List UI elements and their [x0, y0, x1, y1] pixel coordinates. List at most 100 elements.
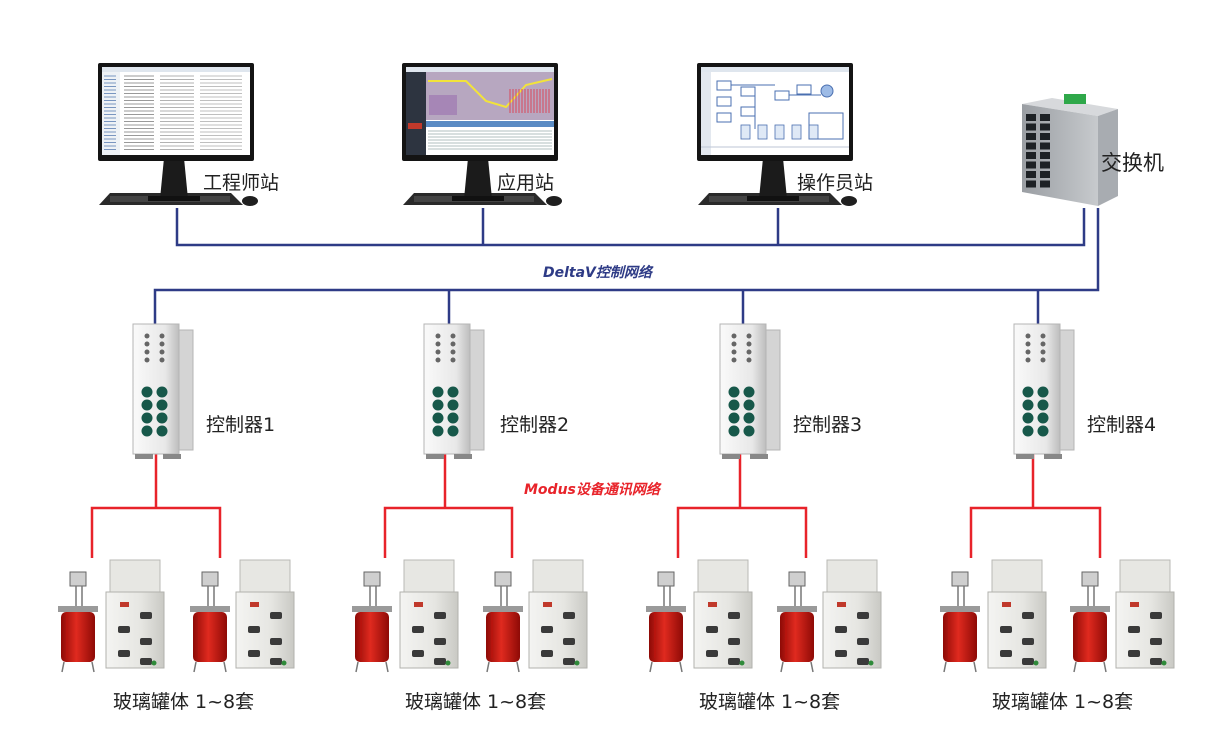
io-connector: [447, 425, 459, 437]
power-indicator: [543, 602, 552, 607]
status-led: [159, 357, 165, 363]
status-led: [159, 341, 165, 347]
io-connector: [447, 412, 459, 424]
control-network-lines: [153, 208, 1100, 324]
devices: [58, 63, 1175, 673]
mouse-icon: [242, 196, 258, 206]
vessel-2-b: [483, 571, 523, 673]
glass-vessel: [649, 612, 683, 662]
pump-head: [1000, 626, 1012, 633]
ethernet-port-icon: [1026, 142, 1036, 150]
io-connector: [728, 399, 740, 411]
vessel-group-label-3: 玻璃罐体 1~8套: [699, 691, 841, 713]
workstation-2: [402, 63, 562, 206]
status-led: [1025, 349, 1031, 355]
pump-head: [140, 612, 152, 619]
pump-head: [541, 626, 553, 633]
controller-label-4: 控制器4: [1087, 414, 1157, 436]
status-led: [1025, 341, 1031, 347]
pump-head: [706, 650, 718, 657]
status-led: [450, 341, 456, 347]
io-connector: [743, 386, 755, 398]
pump-head: [1022, 612, 1034, 619]
pump-head: [434, 638, 446, 645]
device-network-lines-2: [383, 453, 514, 558]
pump-head: [857, 612, 869, 619]
ethernet-port-icon: [1040, 152, 1050, 159]
glass-vessel: [486, 612, 520, 662]
io-connector: [432, 386, 444, 398]
pump-head: [1150, 658, 1162, 665]
workstation-3: [697, 63, 857, 206]
io-connector: [1037, 386, 1049, 398]
io-connector: [1022, 425, 1034, 437]
io-connector: [141, 425, 153, 437]
status-led: [746, 341, 752, 347]
io-connector: [156, 386, 168, 398]
pump-head: [270, 612, 282, 619]
io-connector: [1037, 412, 1049, 424]
status-led: [435, 357, 441, 363]
glass-vessel: [355, 612, 389, 662]
vessel-3-a: [646, 571, 686, 673]
vessel-1-a: [58, 571, 98, 673]
device-network-label: Modus设备通讯网络: [524, 482, 660, 498]
pump-head: [270, 638, 282, 645]
ethernet-port-icon: [1040, 142, 1050, 150]
pump-head: [248, 650, 260, 657]
pump-head: [270, 658, 282, 665]
power-indicator: [120, 602, 129, 607]
switch-label: 交换机: [1101, 151, 1164, 175]
control-network-label: DeltaV控制网络: [543, 265, 652, 281]
pump-head: [118, 626, 130, 633]
status-led: [1025, 357, 1031, 363]
status-led: [159, 349, 165, 355]
glass-vessel: [943, 612, 977, 662]
power-indicator: [414, 602, 423, 607]
status-led: [731, 357, 737, 363]
pump-head: [118, 650, 130, 657]
glass-vessel: [780, 612, 814, 662]
pump-head: [1128, 650, 1140, 657]
ethernet-port-icon: [1026, 161, 1036, 169]
status-led: [1040, 349, 1046, 355]
pump-head: [434, 612, 446, 619]
status-led: [144, 357, 150, 363]
io-connector: [447, 386, 459, 398]
pump-head: [563, 638, 575, 645]
pump-head: [434, 658, 446, 665]
io-connector: [1022, 399, 1034, 411]
workstation-label-application: 应用站: [497, 172, 555, 194]
status-led: [1040, 357, 1046, 363]
io-connector: [743, 399, 755, 411]
power-indicator: [1130, 602, 1139, 607]
io-connector: [156, 412, 168, 424]
status-led: [746, 333, 752, 339]
ethernet-port-icon: [1040, 180, 1050, 188]
ethernet-port-icon: [1040, 123, 1050, 131]
vessel-4-a: [940, 571, 980, 673]
power-indicator: [250, 602, 259, 607]
device-network-lines-3: [676, 453, 808, 558]
io-connector: [728, 412, 740, 424]
ethernet-port-icon: [1026, 123, 1036, 131]
pump-head: [541, 650, 553, 657]
io-connector: [141, 412, 153, 424]
pump-head: [563, 612, 575, 619]
status-led: [450, 333, 456, 339]
io-connector: [1037, 425, 1049, 437]
ethernet-port-icon: [1026, 114, 1036, 121]
ethernet-switch: [1022, 94, 1118, 206]
status-led: [746, 357, 752, 363]
controller-4: [1013, 323, 1075, 459]
vessel-1-b: [190, 571, 230, 673]
glass-vessel: [61, 612, 95, 662]
power-indicator: [708, 602, 717, 607]
status-led: [731, 333, 737, 339]
ethernet-port-icon: [1040, 161, 1050, 169]
io-connector: [728, 425, 740, 437]
io-connector: [156, 399, 168, 411]
cabinet-2-b: [528, 559, 588, 669]
ethernet-port-icon: [1026, 171, 1036, 178]
cabinet-4-a: [987, 559, 1047, 669]
